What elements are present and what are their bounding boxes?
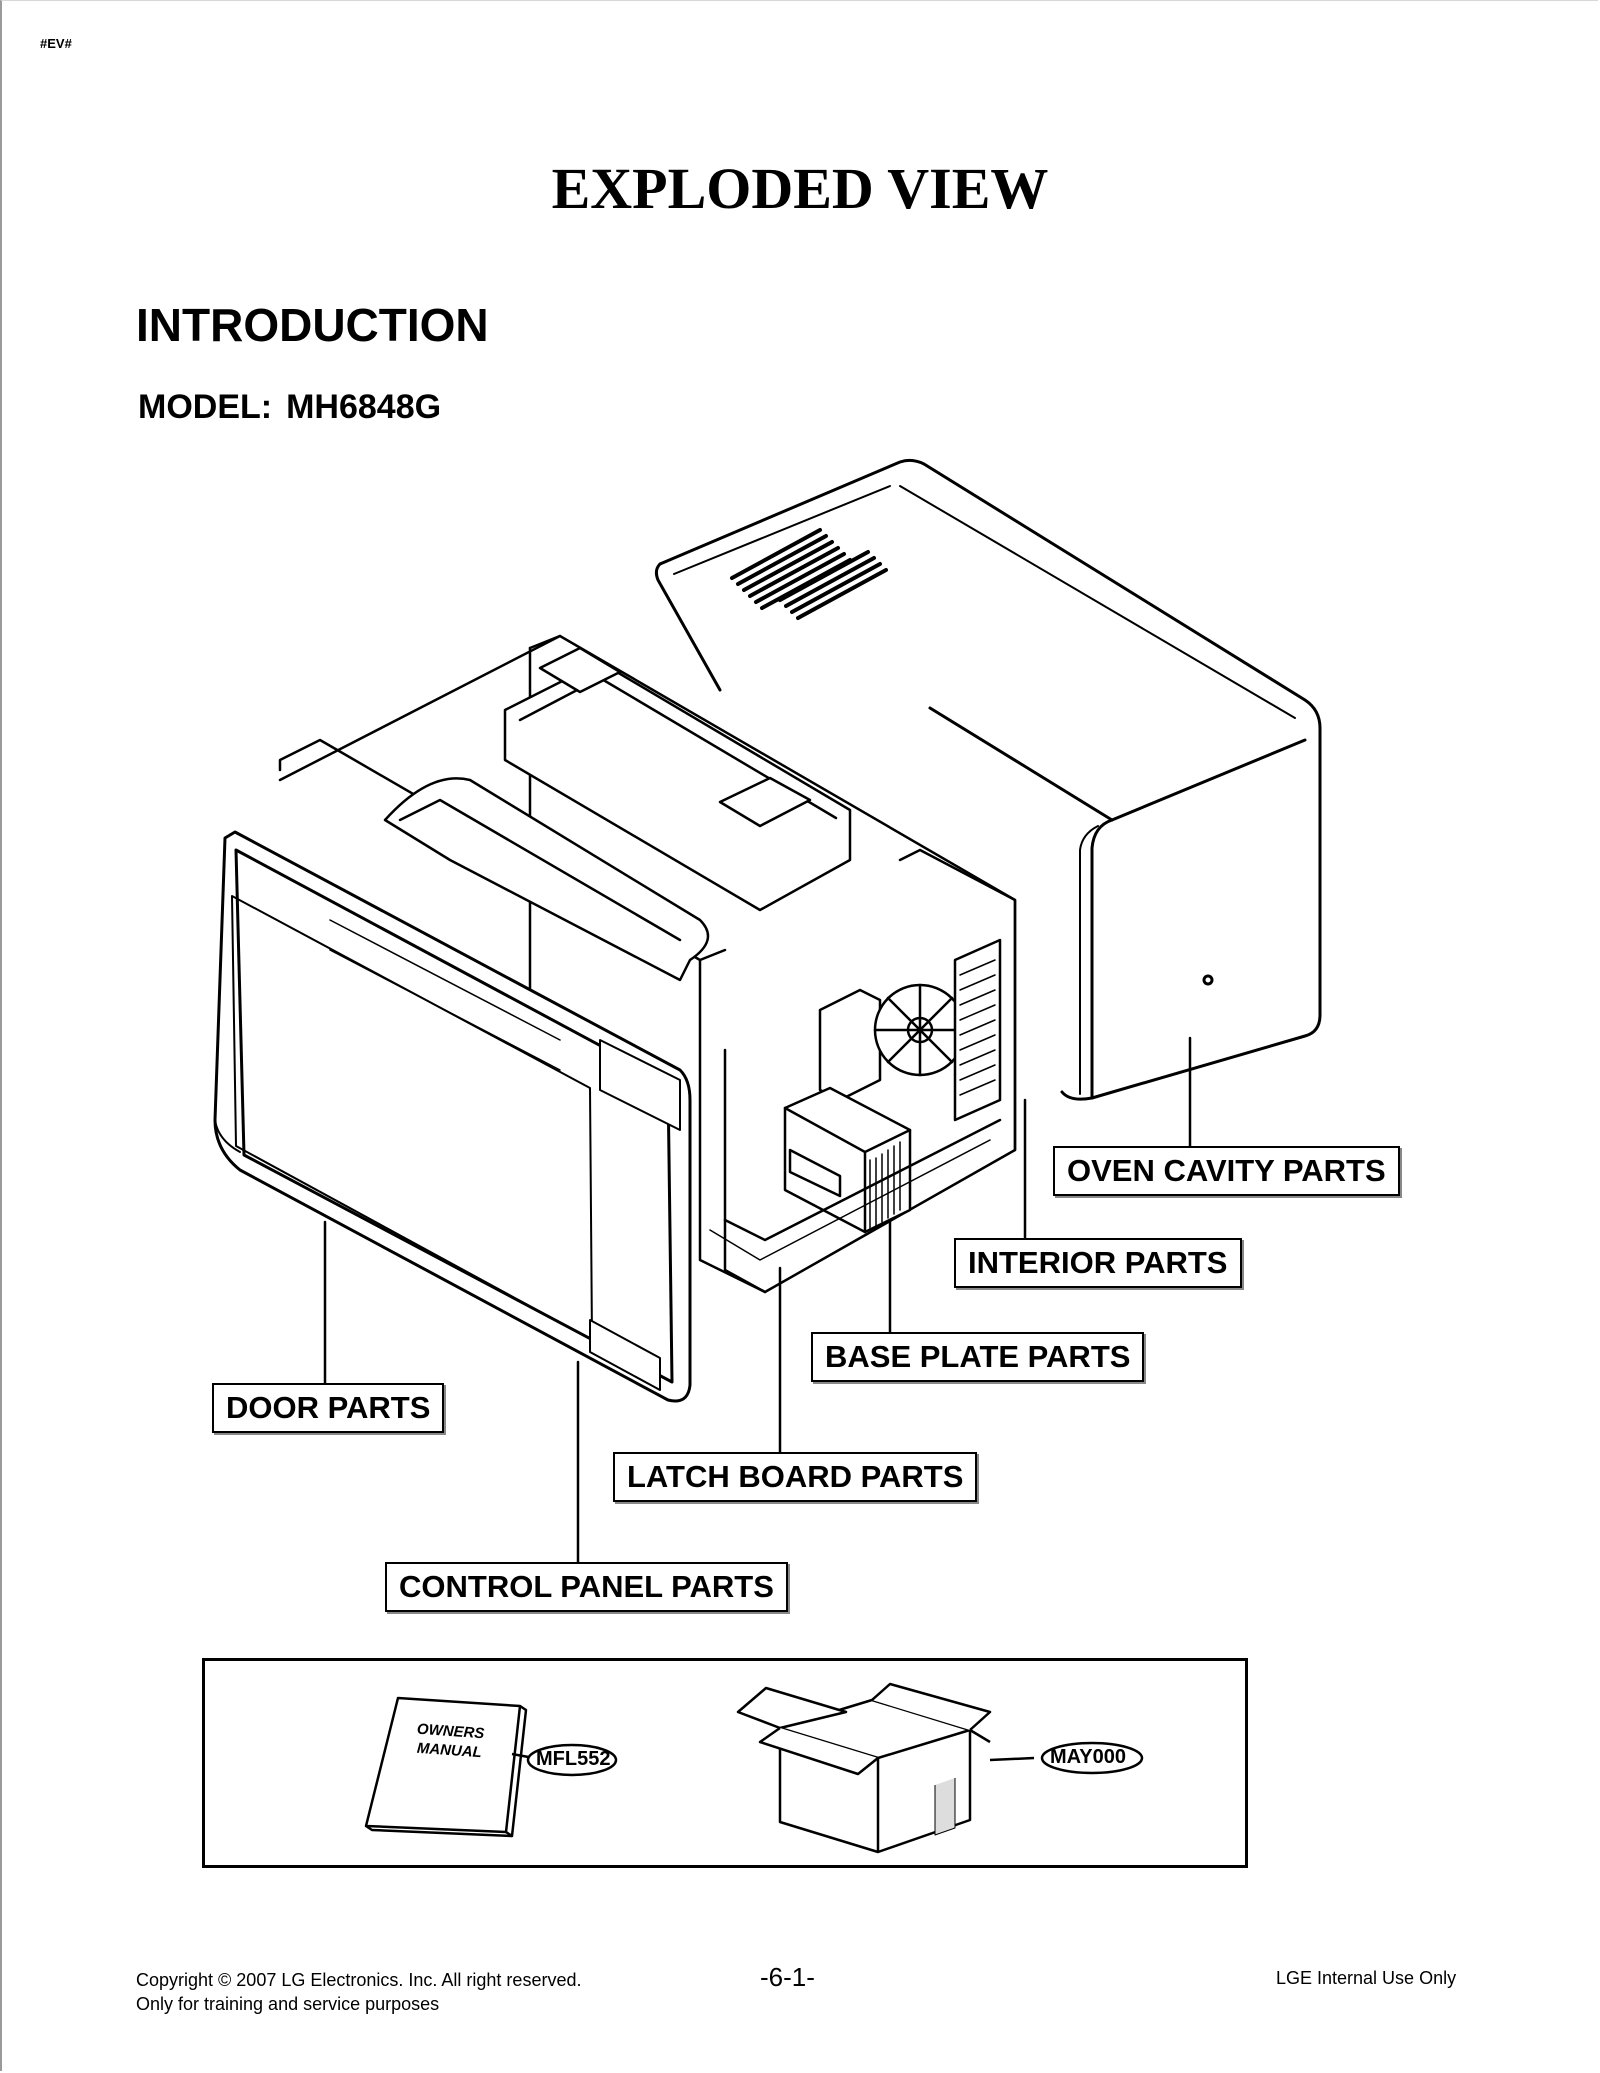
page-number: -6-1-	[760, 1962, 815, 1992]
purpose-text: Only for training and service purposes	[136, 1994, 440, 2014]
accessories-box	[202, 1658, 1248, 1868]
model-value: MH6848G	[286, 388, 442, 426]
chassis	[278, 634, 1017, 1294]
outer-cabinet	[654, 458, 1322, 1101]
manual-part-code: MFL552	[536, 1748, 611, 1770]
callout-control-panel-parts: CONTROL PANEL PARTS	[385, 1562, 788, 1612]
callout-latch-board-parts: LATCH BOARD PARTS	[613, 1452, 978, 1502]
page-title: EXPLODED VIEW	[551, 156, 1049, 221]
leader-lines	[323, 1036, 1192, 1568]
copyright-text: Copyright © 2007 LG Electronics. Inc. Al…	[136, 1970, 582, 1990]
accessory-drawings	[364, 1682, 1144, 1854]
callout-base-plate-parts: BASE PLATE PARTS	[811, 1332, 1145, 1382]
footer-copyright: Copyright © 2007 LG Electronics. Inc. Al…	[136, 1968, 581, 2016]
callout-interior-parts: INTERIOR PARTS	[954, 1238, 1242, 1288]
owners-manual-label: OWNERS MANUAL	[399, 1719, 501, 1764]
model-label: MODEL:	[138, 388, 273, 426]
box-part-code: MAY000	[1050, 1746, 1126, 1768]
callout-oven-cavity-parts: OVEN CAVITY PARTS	[1053, 1146, 1400, 1196]
callout-door-parts: DOOR PARTS	[212, 1383, 445, 1433]
document-tag: #EV#	[40, 36, 72, 51]
door	[213, 830, 692, 1403]
model-line: MODEL: MH6848G	[138, 388, 441, 427]
section-heading: INTRODUCTION	[136, 299, 489, 351]
internal-use-note: LGE Internal Use Only	[1276, 1968, 1457, 1988]
